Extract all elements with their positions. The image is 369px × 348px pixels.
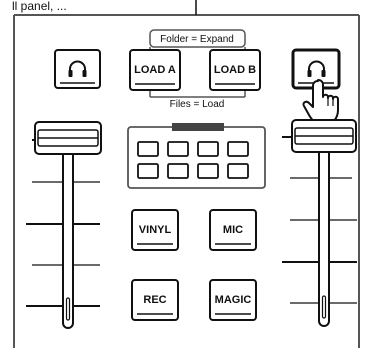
rec-label: REC: [143, 294, 166, 306]
load-b-label: LOAD B: [214, 64, 256, 76]
magic-button[interactable]: MAGIC: [209, 279, 257, 321]
vinyl-button[interactable]: VINYL: [131, 209, 179, 251]
pad-panel: [127, 123, 266, 189]
pad-8[interactable]: [227, 163, 249, 179]
files-hint: Files = Load: [170, 99, 225, 110]
pad-4[interactable]: [227, 141, 249, 157]
rec-button[interactable]: REC: [131, 279, 179, 321]
pointing-hand-icon: [302, 79, 339, 125]
browser-callout: Folder = Expand Files = Load: [149, 29, 246, 110]
vinyl-label: VINYL: [139, 224, 172, 236]
fader-track-slot: [321, 295, 327, 319]
mic-label: MIC: [223, 224, 243, 236]
fader-track-slot: [65, 297, 71, 321]
pad-6[interactable]: [167, 163, 189, 179]
load-a-button[interactable]: LOAD A: [129, 49, 181, 91]
fader-cap[interactable]: [291, 119, 357, 153]
headphones-icon: [68, 60, 87, 77]
magic-label: MAGIC: [215, 294, 252, 306]
folder-hint: Folder = Expand: [160, 34, 234, 45]
mic-button[interactable]: MIC: [209, 209, 257, 251]
load-b-button[interactable]: LOAD B: [209, 49, 261, 91]
pad-5[interactable]: [137, 163, 159, 179]
headphones-button-left[interactable]: [54, 49, 101, 89]
pad-panel-header-bar: [172, 123, 224, 131]
load-a-label: LOAD A: [134, 64, 176, 76]
left-channel-fader[interactable]: [26, 121, 102, 329]
headphones-icon: [307, 60, 326, 77]
pad-3[interactable]: [197, 141, 219, 157]
pad-7[interactable]: [197, 163, 219, 179]
pad-1[interactable]: [137, 141, 159, 157]
pad-2[interactable]: [167, 141, 189, 157]
right-channel-fader[interactable]: [282, 119, 357, 327]
fader-cap[interactable]: [34, 121, 102, 155]
top-caption: ll panel, ...: [12, 0, 67, 13]
